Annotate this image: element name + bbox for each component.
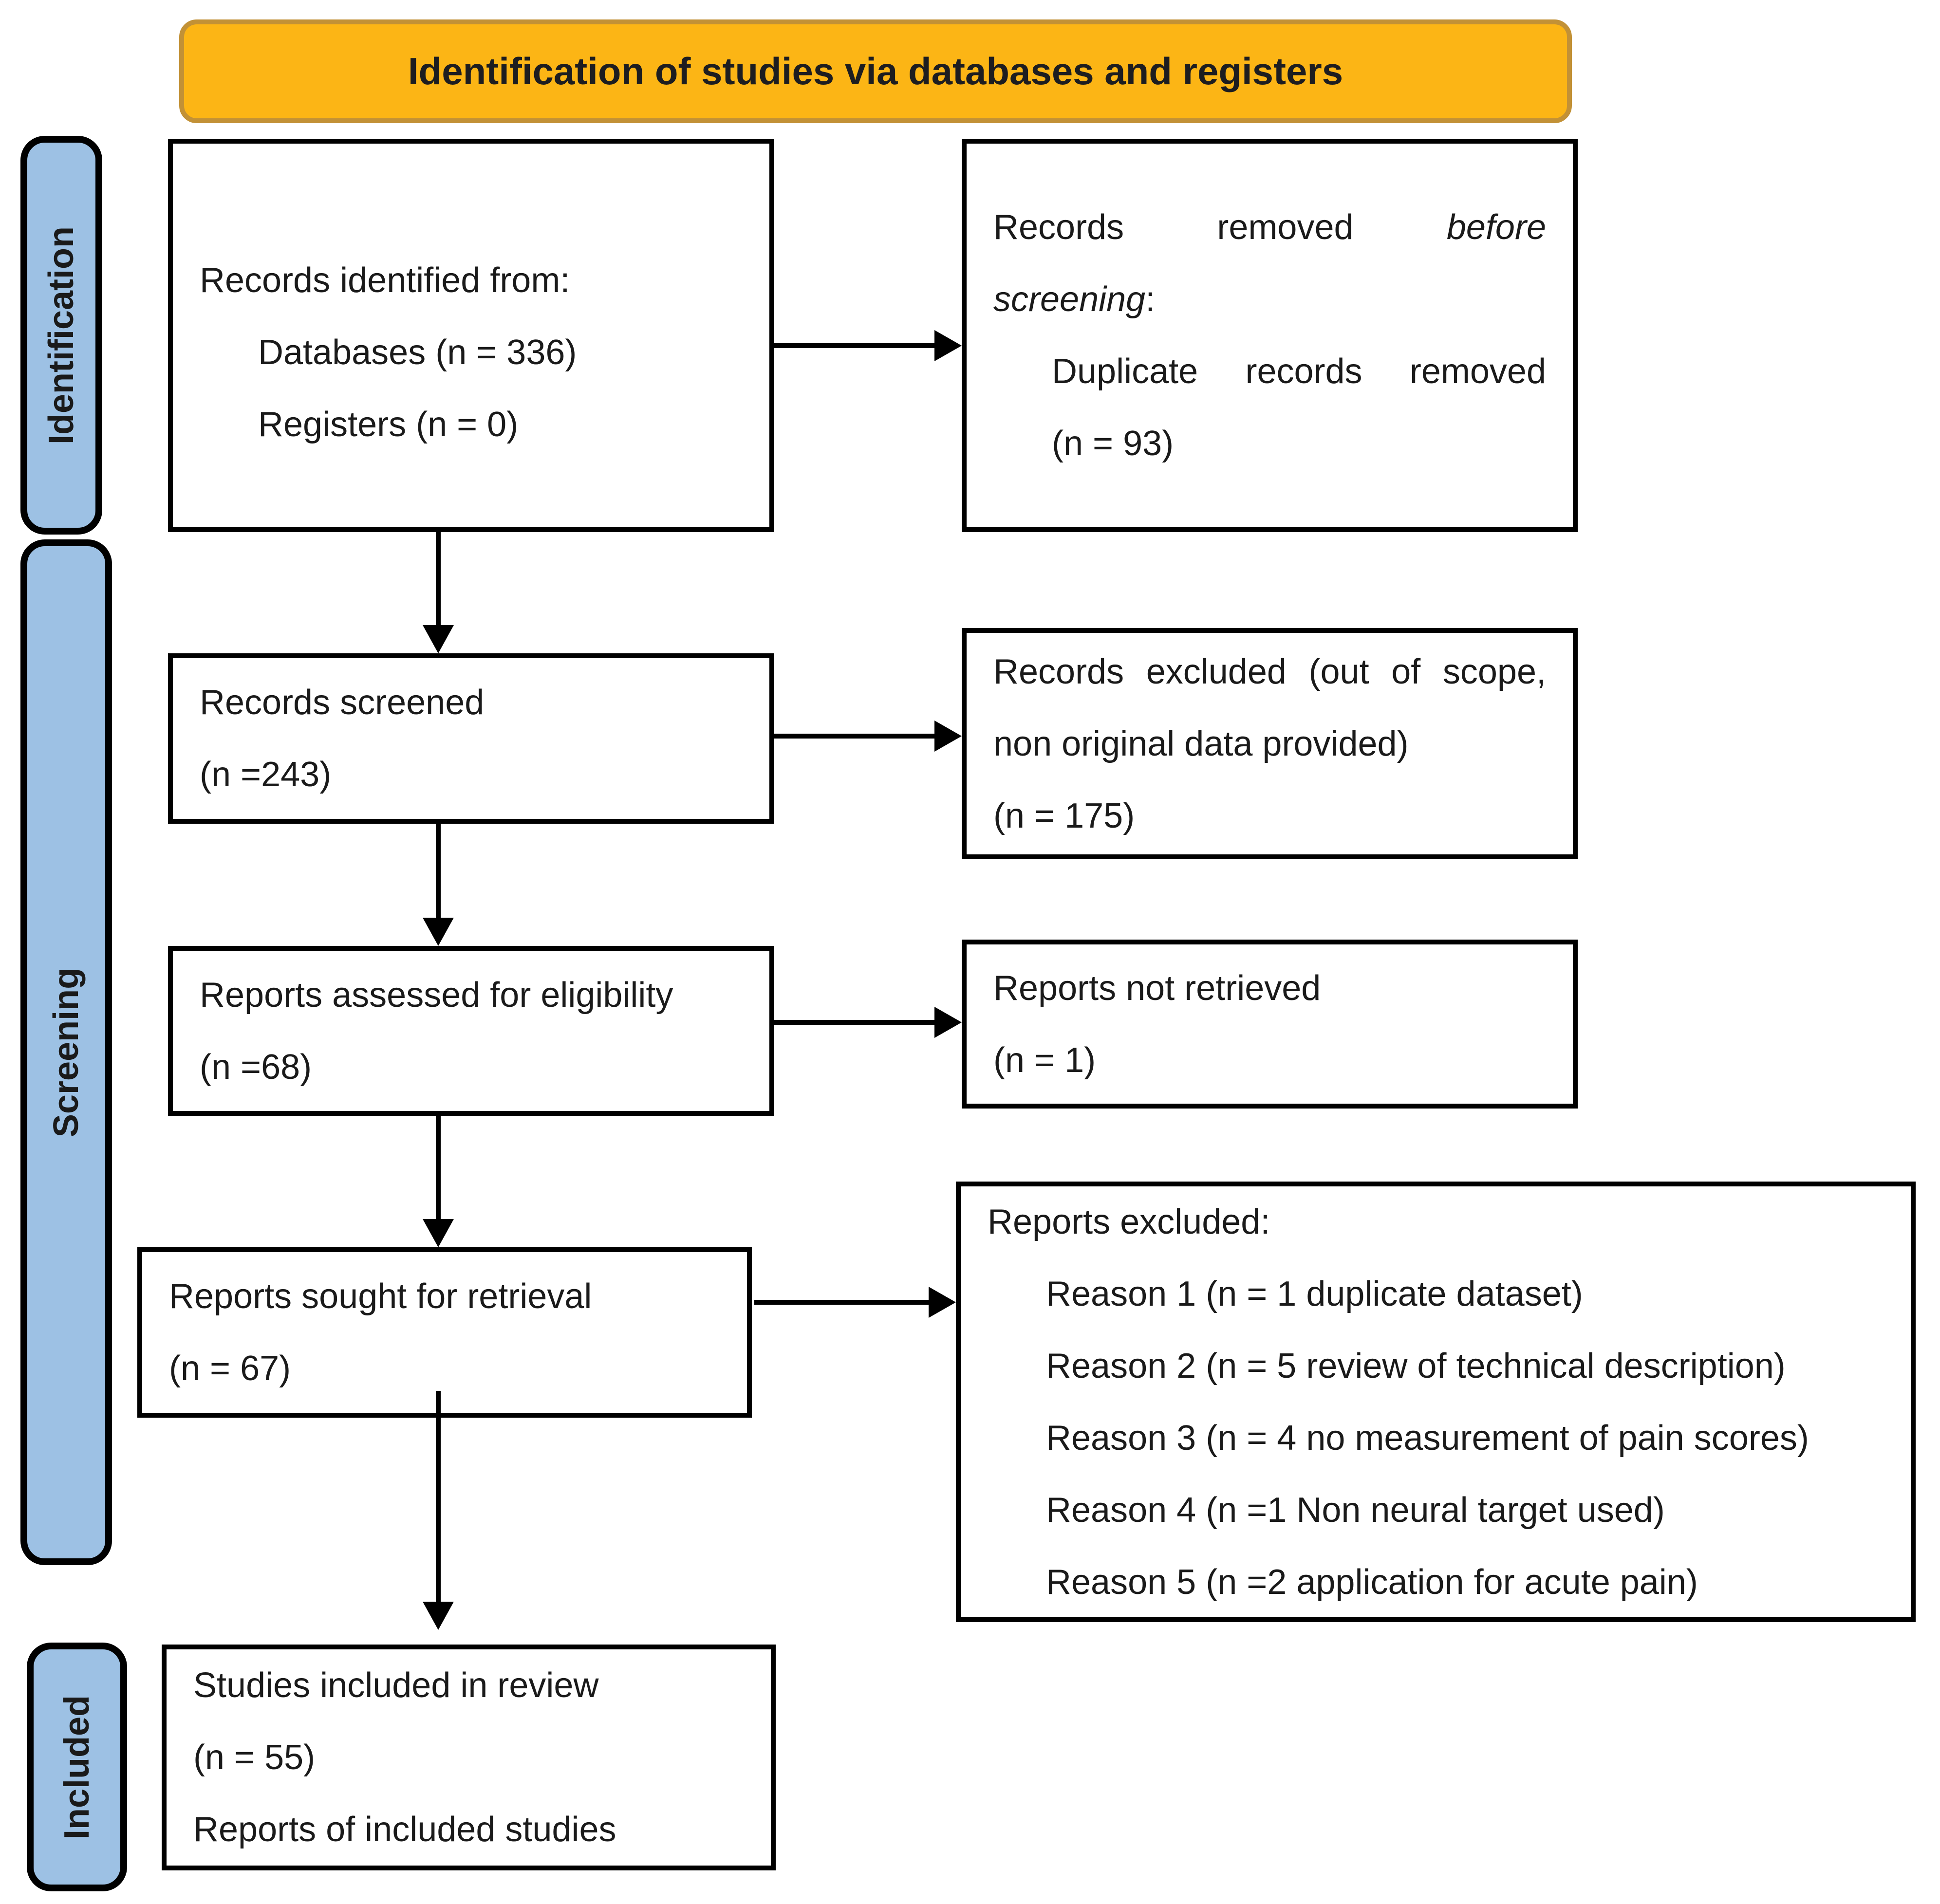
- records-removed-screening-italic: screening: [993, 280, 1146, 319]
- records-identified-registers: Registers (n = 0): [258, 405, 519, 444]
- stage-screening-label: Screening: [47, 967, 86, 1137]
- reports-not-retrieved-count: (n = 1): [993, 1040, 1096, 1080]
- arrow-assessed-to-not-retrieved-line: [774, 1020, 936, 1025]
- studies-included-box: Studies included in review (n = 55) Repo…: [162, 1645, 776, 1870]
- records-removed-colon: :: [1145, 280, 1156, 319]
- reports-sought-box: Reports sought for retrieval (n = 67): [137, 1247, 752, 1418]
- records-removed-duplicates: Duplicate records removed: [1052, 352, 1546, 391]
- reports-sought-count: (n = 67): [169, 1349, 291, 1388]
- arrow-screened-to-assessed-head-icon: [423, 918, 454, 946]
- arrow-assessed-to-not-retrieved-head-icon: [934, 1007, 962, 1038]
- arrow-screened-to-excluded-head-icon: [934, 721, 962, 752]
- reports-assessed-count: (n =68): [200, 1047, 312, 1087]
- studies-included-heading: Studies included in review: [193, 1666, 599, 1705]
- diagram-title: Identification of studies via databases …: [408, 50, 1343, 92]
- arrow-sought-to-included-head-icon: [423, 1602, 454, 1630]
- records-removed-line2: screening:: [993, 263, 1546, 335]
- arrow-sought-to-excluded-line: [754, 1300, 930, 1305]
- reports-excluded-reason-5: Reason 5 (n =2 application for acute pai…: [1046, 1562, 1698, 1602]
- reports-assessed-box: Reports assessed for eligibility (n =68): [168, 946, 774, 1116]
- records-removed-count: (n = 93): [1052, 424, 1174, 463]
- records-screened-heading: Records screened: [200, 683, 485, 722]
- stage-identification: Identification: [20, 136, 102, 535]
- stage-screening: Screening: [20, 539, 112, 1565]
- stage-included-label: Included: [57, 1695, 97, 1839]
- reports-excluded-box: Reports excluded: Reason 1 (n = 1 duplic…: [956, 1182, 1916, 1622]
- records-removed-box: Records removed before screening: Duplic…: [962, 139, 1578, 532]
- records-excluded-line2: non original data provided): [993, 724, 1409, 763]
- records-excluded-box: Records excluded (out of scope, non orig…: [962, 628, 1578, 859]
- reports-not-retrieved-box: Reports not retrieved (n = 1): [962, 940, 1578, 1109]
- reports-sought-heading: Reports sought for retrieval: [169, 1277, 592, 1316]
- records-screened-count: (n =243): [200, 755, 332, 794]
- arrow-screened-to-excluded-line: [774, 734, 936, 739]
- reports-excluded-reason-2: Reason 2 (n = 5 review of technical desc…: [1046, 1346, 1786, 1386]
- records-removed-line1: Records removed before: [993, 191, 1546, 263]
- title-banner: Identification of studies via databases …: [179, 19, 1572, 123]
- reports-excluded-reason-3: Reason 3 (n = 4 no measurement of pain s…: [1046, 1418, 1809, 1458]
- records-removed-before-italic: before: [1446, 208, 1546, 247]
- arrow-identified-to-screened-line: [436, 532, 441, 628]
- studies-included-count: (n = 55): [193, 1738, 316, 1777]
- reports-not-retrieved-heading: Reports not retrieved: [993, 968, 1321, 1008]
- records-screened-box: Records screened (n =243): [168, 653, 774, 824]
- arrow-sought-to-excluded-head-icon: [929, 1287, 956, 1318]
- arrow-identified-to-removed-head-icon: [934, 330, 962, 361]
- arrow-screened-to-assessed-line: [436, 824, 441, 919]
- reports-excluded-reason-1: Reason 1 (n = 1 duplicate dataset): [1046, 1274, 1583, 1313]
- records-excluded-count: (n = 175): [993, 796, 1135, 835]
- stage-included: Included: [27, 1643, 127, 1891]
- reports-excluded-heading: Reports excluded:: [988, 1202, 1270, 1241]
- reports-excluded-reason-4: Reason 4 (n =1 Non neural target used): [1046, 1490, 1665, 1530]
- records-identified-databases: Databases (n = 336): [258, 333, 577, 372]
- stage-identification-label: Identification: [42, 226, 81, 444]
- arrow-identified-to-removed-line: [774, 343, 936, 348]
- arrow-assessed-to-sought-line: [436, 1116, 441, 1220]
- records-removed-text: Records removed: [993, 208, 1354, 247]
- arrow-identified-to-screened-head-icon: [423, 625, 454, 653]
- arrow-assessed-to-sought-head-icon: [423, 1219, 454, 1247]
- records-identified-heading: Records identified from:: [200, 261, 570, 300]
- records-identified-box: Records identified from: Databases (n = …: [168, 139, 774, 532]
- arrow-sought-to-included-line: [436, 1391, 441, 1603]
- reports-assessed-heading: Reports assessed for eligibility: [200, 975, 673, 1015]
- studies-included-reports: Reports of included studies: [193, 1810, 616, 1849]
- records-excluded-line1: Records excluded (out of scope,: [993, 652, 1546, 691]
